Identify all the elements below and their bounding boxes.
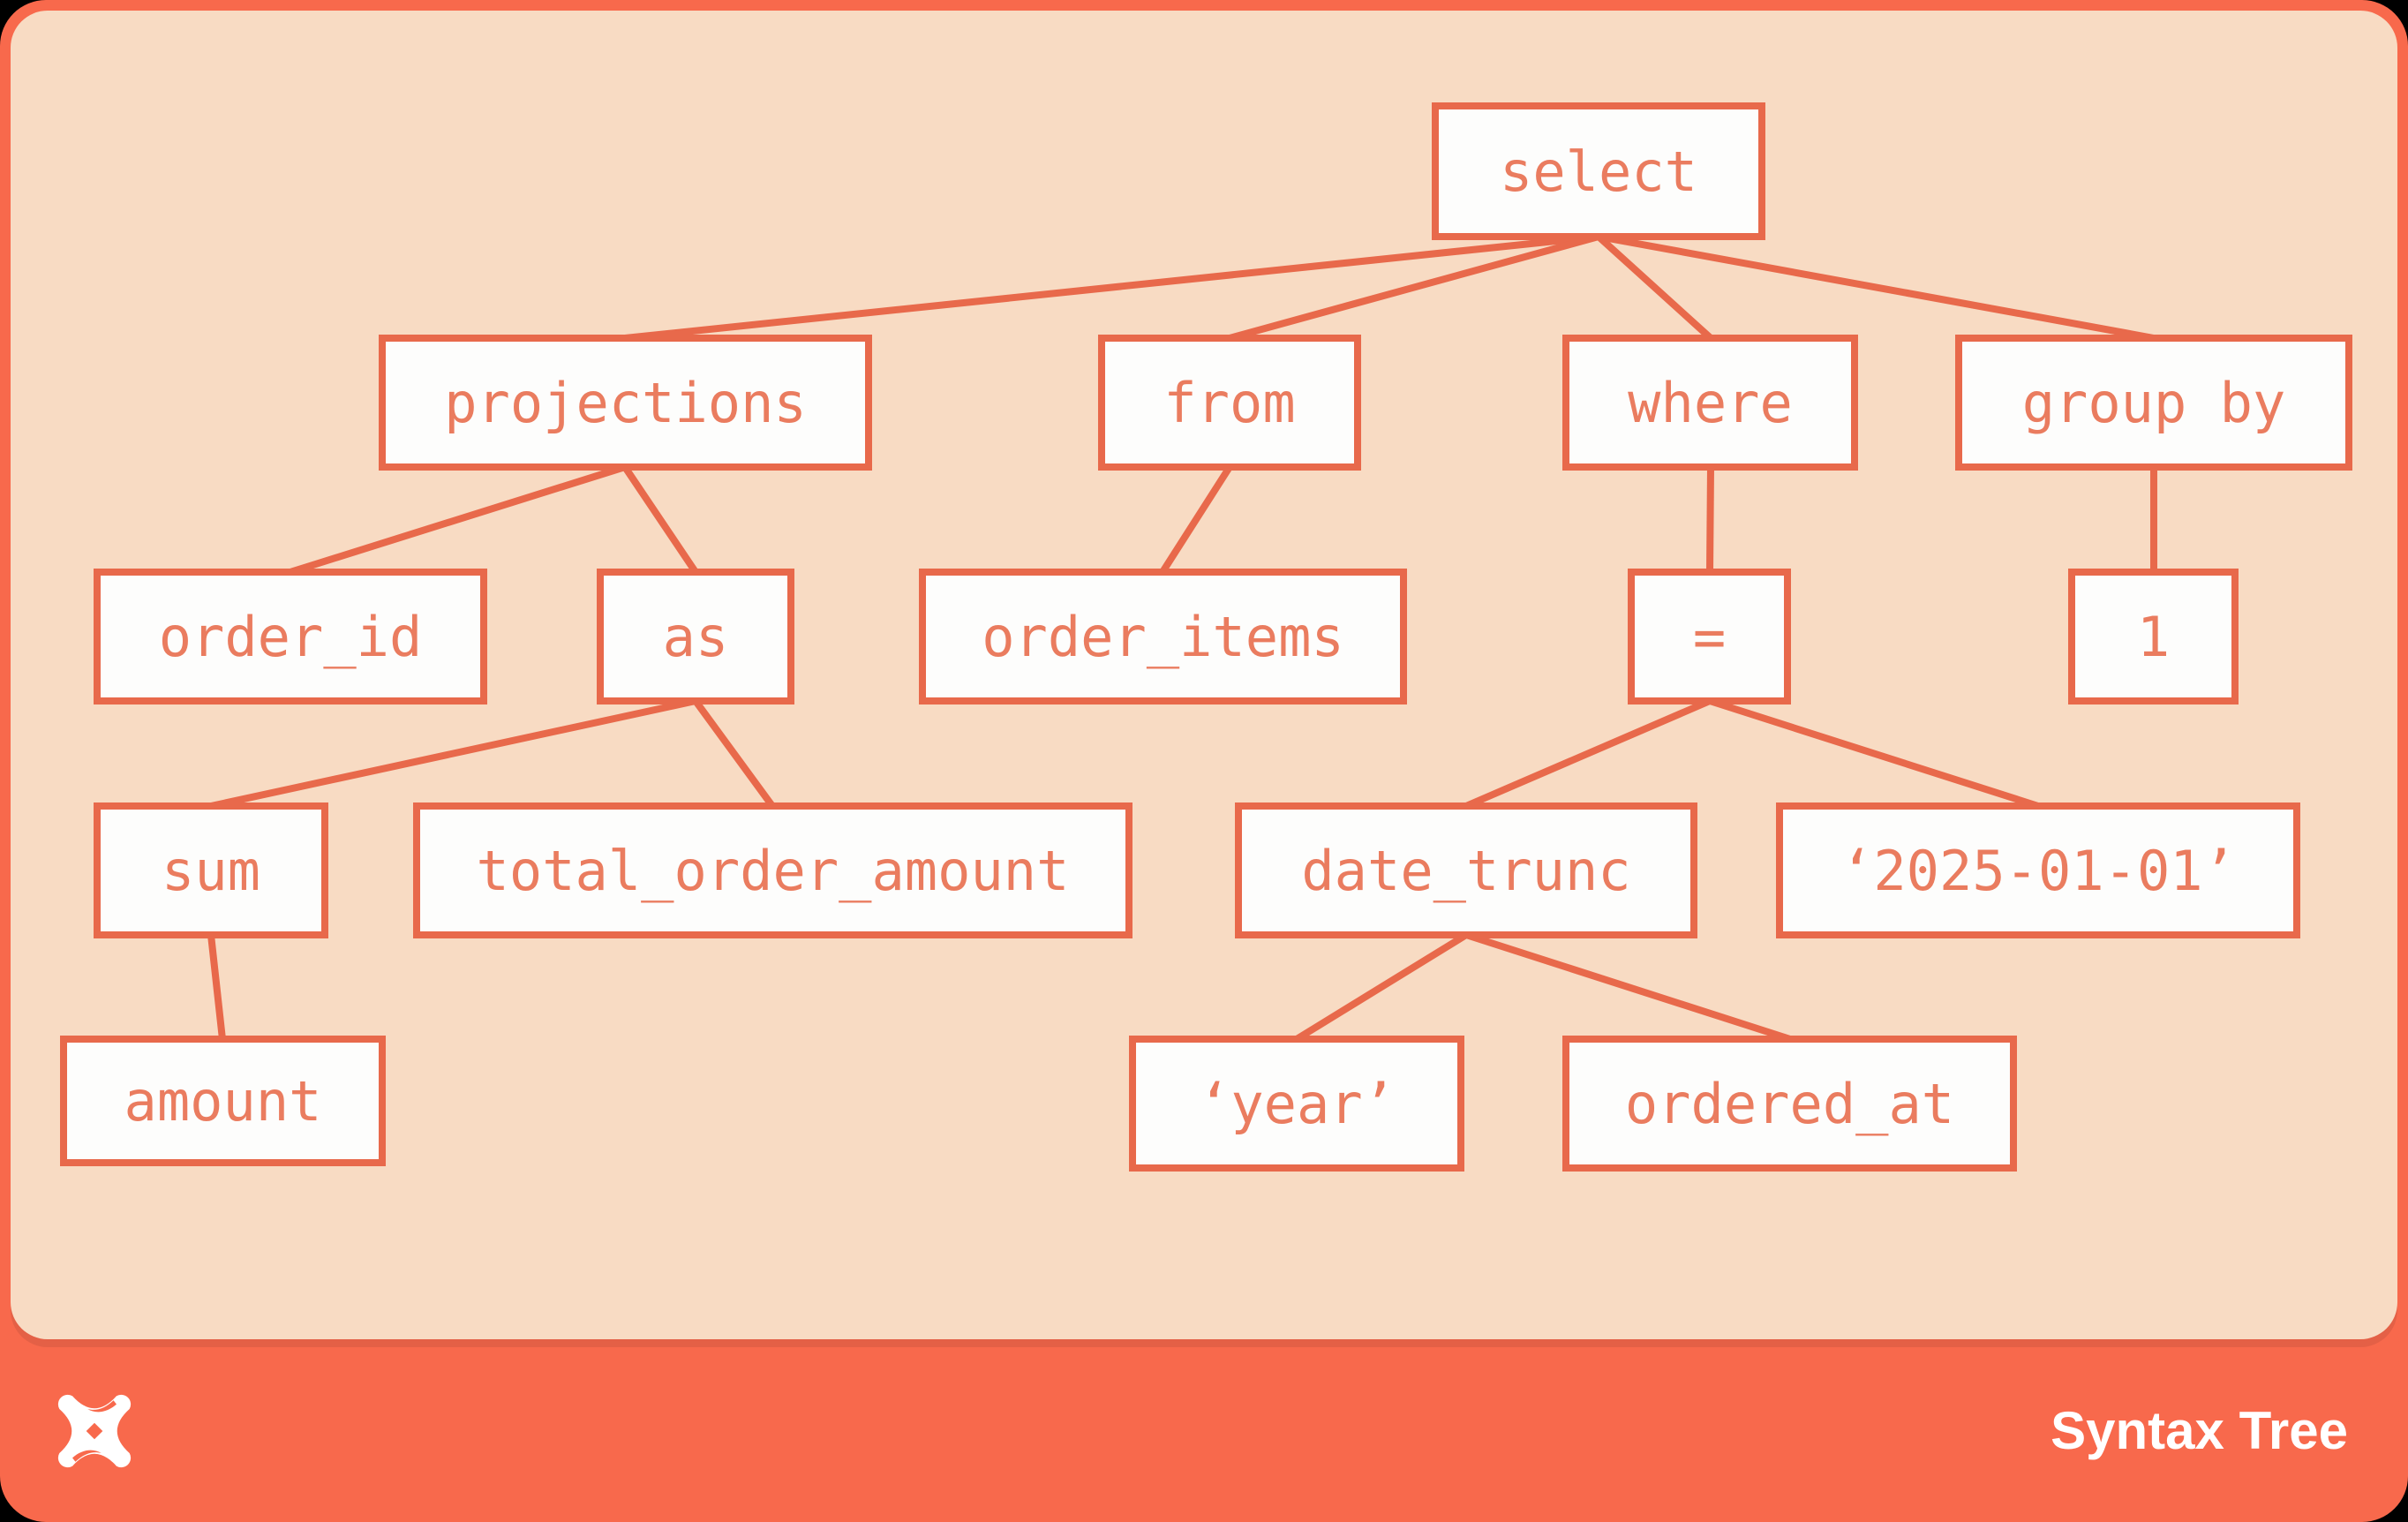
tree-node-ordered-at: ordered_at [1562,1036,2017,1172]
tree-node-literal-year-label: ‘year’ [1198,1071,1396,1136]
tree-node-total-order-amount-label: total_order_amount [476,838,1070,903]
tree-node-sum-label: sum [162,838,260,903]
tree-node-group-by: group by [1955,335,2352,471]
edge-date-trunc-ordered-at [1464,931,1792,1043]
footer-title: Syntax Tree [2051,1401,2348,1460]
edge-as-sum [210,697,696,810]
footer-bar: Syntax Tree [0,1339,2408,1522]
edge-projections-as [621,464,699,575]
tree-node-one: 1 [2068,569,2239,704]
tree-node-from: from [1098,335,1361,471]
tree-node-equals-label: = [1692,604,1727,669]
tree-node-order-items: order_items [919,569,1407,704]
tree-node-where: where [1562,335,1858,471]
tree-node-one-label: 1 [2136,604,2171,669]
tree-node-group-by-label: group by [2021,370,2286,435]
edge-where-eq [1706,466,1714,573]
tree-node-projections: projections [379,335,872,471]
tree-node-projections-label: projections [444,370,807,435]
tree-node-order-id: order_id [94,569,487,704]
tree-node-order-items-label: order_items [982,604,1344,669]
tree-node-ordered-at-label: ordered_at [1624,1071,1955,1136]
tree-node-date-trunc: date_trunc [1235,802,1697,938]
dbt-logo-diamond-cutout [86,1422,103,1439]
dbt-logo-bottom-slash-cutout [72,1450,102,1462]
edge-date-trunc-literal-year [1294,931,1469,1043]
tree-node-from-label: from [1163,370,1296,435]
tree-node-literal-2025-01-01: ‘2025-01-01’ [1776,802,2300,938]
dbt-logo-icon [57,1394,132,1467]
tree-node-total-order-amount: total_order_amount [413,802,1133,938]
tree-node-as: as [597,569,794,704]
tree-node-literal-year: ‘year’ [1129,1036,1464,1172]
tree-node-date-trunc-label: date_trunc [1301,838,1631,903]
edge-select-group-by [1598,233,2155,342]
tree-node-equals: = [1628,569,1791,704]
edge-sum-amount [207,934,226,1040]
edge-from-order-items [1159,464,1233,575]
tree-node-amount-label: amount [124,1068,322,1134]
edge-as-total-order-amount [692,698,776,809]
edge-select-from [1228,233,1600,342]
tree-node-where-label: where [1628,370,1793,435]
dbt-logo-top-slash-cutout [87,1399,117,1412]
tree-node-select: select [1432,102,1765,240]
tree-node-order-id-label: order_id [158,604,423,669]
tree-node-amount: amount [60,1036,386,1166]
edge-projections-order-id [289,463,627,576]
edge-eq-date-trunc [1464,697,1712,810]
tree-node-select-label: select [1500,139,1697,204]
edge-select-where [1596,234,1713,341]
tree-node-sum: sum [94,802,328,938]
tree-node-literal-2025-01-01-label: ‘2025-01-01’ [1840,838,2236,903]
tree-node-as-label: as [662,604,729,669]
edge-eq-literal-2025 [1708,697,2040,810]
edge-select-projections [624,233,1599,342]
